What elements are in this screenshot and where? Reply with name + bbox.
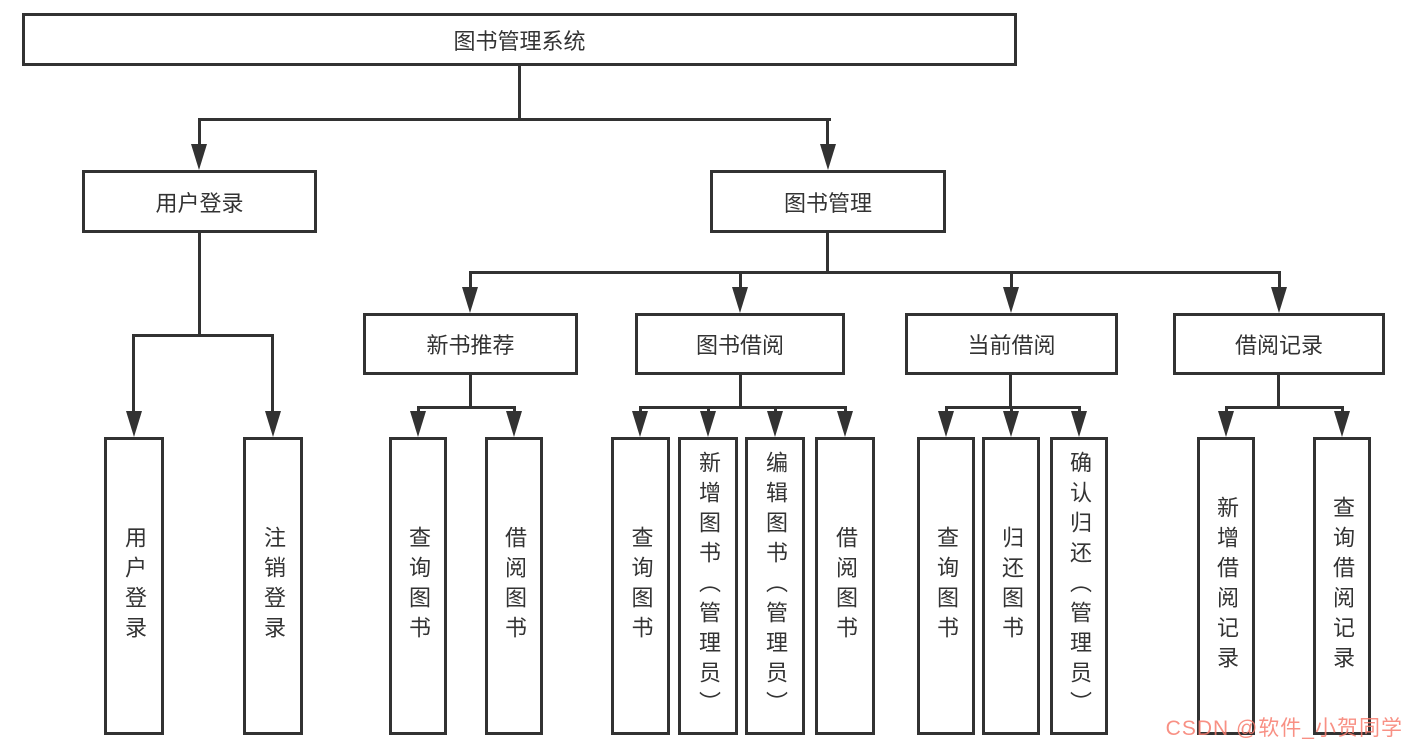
connector-user-login-drop [198, 233, 201, 337]
node-label: 新书推荐 [426, 333, 515, 358]
arrowhead-leaf-logout [265, 411, 281, 437]
arrowhead-book-management [820, 144, 836, 170]
connector-stub-query-borrowing [639, 406, 642, 414]
node-label: 当前借阅 [967, 333, 1056, 358]
arrowhead-borrow-records [1271, 287, 1287, 313]
arrowhead-confirm-return [1071, 411, 1087, 437]
arrowhead-add-record [1218, 411, 1234, 437]
arrowhead-book-borrowing [732, 287, 748, 313]
connector-borrow-records-drop [1277, 375, 1280, 409]
arrowhead-borrow-books [837, 411, 853, 437]
connector-stub-add-record [1225, 406, 1228, 414]
node-book-management: 图书管理 [710, 170, 946, 233]
connector-stub-borrow-records [1278, 271, 1281, 291]
connector-stub-user-login [198, 118, 201, 148]
leaf-return-books: 归还图书 [982, 437, 1040, 735]
leaf-label: 新增图书（管理员） [696, 451, 721, 721]
node-book-borrowing: 图书借阅 [635, 313, 845, 375]
connector-stub-book-borrowing [739, 271, 742, 291]
connector-borrow-records-rail [1225, 406, 1344, 409]
connector-stub-leaf-user-login [132, 334, 135, 413]
node-new-book-recommend: 新书推荐 [363, 313, 578, 375]
connector-stub-leaf-logout [271, 334, 274, 413]
leaf-add-borrow-record: 新增借阅记录 [1197, 437, 1255, 735]
leaf-label: 注销登录 [261, 526, 286, 646]
node-current-borrowing: 当前借阅 [905, 313, 1118, 375]
connector-stub-book-management [826, 118, 829, 148]
connector-stub-add-books [707, 406, 710, 414]
arrowhead-query-current [938, 411, 954, 437]
leaf-confirm-return-admin: 确认归还（管理员） [1050, 437, 1108, 735]
node-borrow-records: 借阅记录 [1173, 313, 1385, 375]
connector-stub-borrow-books [844, 406, 847, 414]
connector-book-borrowing-drop [739, 375, 742, 409]
leaf-label: 用户登录 [122, 526, 147, 646]
connector-new-book-rail [417, 406, 516, 409]
connector-stub-query-record [1341, 406, 1344, 414]
arrowhead-add-books [700, 411, 716, 437]
leaf-user-login: 用户登录 [104, 437, 164, 735]
connector-stub-current-borrowing [1010, 271, 1013, 291]
arrowhead-query-recommend [410, 411, 426, 437]
arrowhead-borrow-recommend [506, 411, 522, 437]
connector-root-drop [518, 65, 521, 121]
node-label: 图书借阅 [695, 333, 784, 358]
arrowhead-edit-books [767, 411, 783, 437]
leaf-label: 归还图书 [999, 526, 1024, 646]
leaf-borrow-books-recommend: 借阅图书 [485, 437, 543, 735]
node-book-management-system: 图书管理系统 [22, 13, 1017, 66]
node-label: 图书管理系统 [453, 28, 586, 54]
connector-book-management-drop [826, 233, 829, 274]
leaf-edit-books-admin: 编辑图书（管理员） [745, 437, 805, 735]
leaf-add-books-admin: 新增图书（管理员） [678, 437, 738, 735]
node-user-login: 用户登录 [82, 170, 317, 233]
leaf-label: 编辑图书（管理员） [763, 451, 788, 721]
arrowhead-new-book [462, 287, 478, 313]
connector-new-book-drop [469, 375, 472, 409]
leaf-label: 查询借阅记录 [1330, 496, 1355, 676]
arrowhead-user-login [191, 144, 207, 170]
leaf-query-books-recommend: 查询图书 [389, 437, 447, 735]
csdn-watermark: CSDN @软件_小贺同学 [1165, 717, 1403, 740]
connector-stub-borrow-recommend [513, 406, 516, 414]
connector-book-management-rail [469, 271, 1281, 274]
connector-current-borrowing-drop [1009, 375, 1012, 409]
connector-stub-return-books [1010, 406, 1013, 414]
arrowhead-query-borrowing [632, 411, 648, 437]
leaf-logout: 注销登录 [243, 437, 303, 735]
connector-root-rail [198, 118, 831, 121]
leaf-query-books-borrowing: 查询图书 [611, 437, 670, 735]
leaf-label: 查询图书 [406, 526, 431, 646]
arrowhead-current-borrowing [1003, 287, 1019, 313]
node-label: 用户登录 [155, 190, 244, 216]
connector-current-borrowing-rail [945, 406, 1081, 409]
arrowhead-query-record [1334, 411, 1350, 437]
arrowhead-leaf-user-login [126, 411, 142, 437]
connector-book-borrowing-rail [639, 406, 847, 409]
arrowhead-return-books [1003, 411, 1019, 437]
connector-user-login-rail [132, 334, 274, 337]
connector-stub-edit-books [774, 406, 777, 414]
connector-stub-query-recommend [417, 406, 420, 414]
leaf-label: 查询图书 [628, 526, 654, 646]
leaf-borrow-books-borrowing: 借阅图书 [815, 437, 875, 735]
leaf-label: 查询图书 [934, 526, 959, 646]
node-label: 图书管理 [783, 190, 872, 216]
leaf-query-books-current: 查询图书 [917, 437, 975, 735]
connector-stub-confirm-return [1078, 406, 1081, 414]
leaf-query-borrow-record: 查询借阅记录 [1313, 437, 1371, 735]
connector-stub-new-book [469, 271, 472, 291]
connector-stub-query-current [945, 406, 948, 414]
node-label: 借阅记录 [1234, 333, 1323, 358]
leaf-label: 新增借阅记录 [1214, 496, 1239, 676]
leaf-label: 借阅图书 [833, 526, 858, 646]
leaf-label: 借阅图书 [502, 526, 527, 646]
leaf-label: 确认归还（管理员） [1067, 451, 1092, 721]
